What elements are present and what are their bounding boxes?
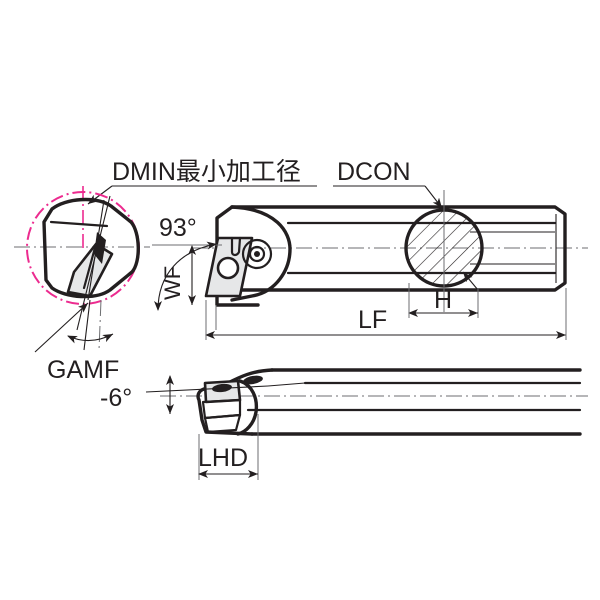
angle-93-arc <box>154 241 218 311</box>
bottom-step-join <box>267 382 306 387</box>
label-angle-93: 93° <box>159 214 197 242</box>
gamf-leader-upper <box>34 302 89 353</box>
rake-angle-group: -6° <box>100 375 269 414</box>
label-lf: LF <box>358 306 387 334</box>
dim-lf-group: LF <box>205 288 567 340</box>
label-dcon: DCON <box>337 158 411 186</box>
gamf-angle-arc <box>67 333 114 344</box>
clamp-screw-inner <box>248 245 266 263</box>
gamf-ref-line <box>83 299 91 351</box>
tip-axis-line-2 <box>87 199 105 301</box>
label-gamf-group: GAMF <box>34 299 119 384</box>
shank-outline <box>230 205 567 292</box>
bore-profile <box>42 197 140 299</box>
label-dmin-group: DMIN最小加工径 <box>87 158 317 205</box>
gamf-ref-center <box>98 299 102 351</box>
dim-lhd-group: LHD <box>198 414 259 480</box>
label-h: H <box>434 286 452 314</box>
insert-edge-detail <box>82 242 98 290</box>
dcon-cross-section <box>404 190 484 318</box>
dim-h-group: H <box>408 283 478 318</box>
label-lhd: LHD <box>198 444 248 472</box>
bottom-head-left <box>196 387 254 436</box>
clamp-screw-outer <box>241 238 273 270</box>
label-gamf: GAMF <box>47 356 119 384</box>
label-wf: WF <box>160 266 185 300</box>
bottom-screw-oval-2 <box>243 375 263 385</box>
label-dmin: DMIN最小加工径 <box>112 158 301 186</box>
bottom-view: -6° LHD <box>100 368 588 480</box>
dim-wf-group: WF <box>160 245 196 305</box>
dcon-lower-leader <box>462 271 479 291</box>
label-dcon-group: DCON <box>333 158 443 209</box>
insert-notch <box>230 236 242 257</box>
clamp-screw-center <box>254 251 260 257</box>
bottom-insert-bottom <box>203 413 242 434</box>
head-round-body <box>230 205 292 302</box>
side-view: 93° WF H <box>152 190 588 340</box>
dcon-leader <box>424 185 443 209</box>
angle-93-group: 93° <box>152 214 222 330</box>
cutting-tip <box>94 232 106 264</box>
end-view-detail: GAMF <box>14 186 150 384</box>
bore-chord-line <box>49 220 109 228</box>
insert-hole <box>216 256 240 280</box>
label-rake-angle: -6° <box>100 384 132 412</box>
